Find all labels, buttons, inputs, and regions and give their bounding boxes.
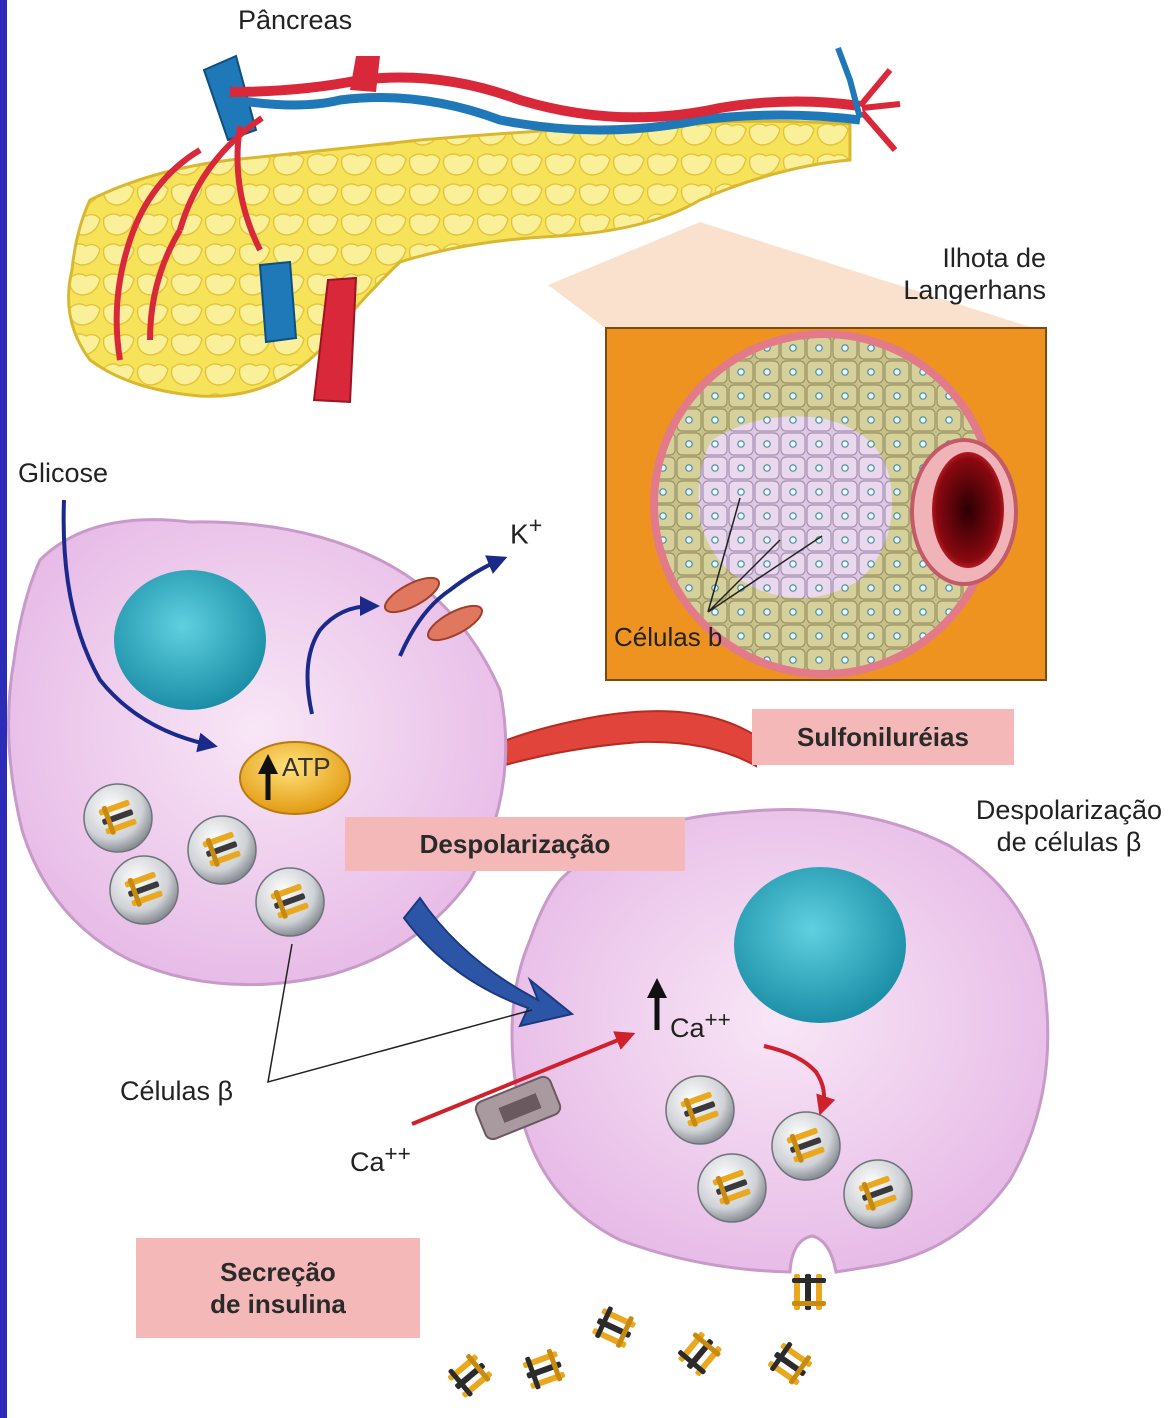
sulfonylureas-box: Sulfoniluréias	[752, 709, 1014, 765]
insulin-secretion-box: Secreção de insulina	[136, 1238, 420, 1338]
nucleus	[114, 570, 266, 710]
insulin-vesicle	[84, 784, 152, 852]
beta-cells-label: Células β	[120, 1075, 233, 1107]
released-insulin	[445, 1274, 826, 1400]
islet-label-line2: Langerhans	[903, 274, 1046, 306]
insulin-vesicle	[256, 868, 324, 936]
depolarization-box: Despolarização	[345, 817, 685, 871]
insulin-vesicle	[698, 1154, 766, 1222]
calcium-outside-label: Ca++	[350, 1140, 411, 1178]
calcium-inside-charge: ++	[705, 1007, 731, 1032]
insulin-vesicle	[772, 1112, 840, 1180]
beta-cell-depolarization-label: Despolarização de células β	[976, 794, 1162, 859]
insulin-secretion-line2: de insulina	[210, 1288, 346, 1321]
calcium-inside-symbol: Ca	[670, 1013, 705, 1043]
islet-label: Ilhota de Langerhans	[903, 242, 1046, 307]
calcium-outside-symbol: Ca	[350, 1147, 385, 1177]
potassium-label: K+	[510, 512, 542, 551]
insulin-vesicle	[110, 856, 178, 924]
islet-beta-cells-label: Células b	[614, 622, 722, 653]
depolarization-label-line1: Despolarização	[976, 794, 1162, 826]
islet-label-line1: Ilhota de	[903, 242, 1046, 274]
depolarization-label-line2: de células β	[976, 826, 1162, 858]
insulin-secretion-line1: Secreção	[210, 1256, 346, 1289]
nucleus	[734, 867, 906, 1023]
calcium-outside-charge: ++	[385, 1141, 411, 1166]
insulin-vesicle	[844, 1160, 912, 1228]
calcium-inside-label: Ca++	[670, 1006, 731, 1044]
insulin-vesicle	[666, 1076, 734, 1144]
beta-cell-right	[473, 810, 1047, 1272]
potassium-symbol: K	[510, 518, 529, 549]
pancreas-label: Pâncreas	[238, 4, 352, 36]
glucose-label: Glicose	[18, 457, 108, 489]
atp-label: ATP	[282, 752, 331, 783]
potassium-charge: +	[529, 512, 543, 538]
insulin-vesicle	[188, 816, 256, 884]
